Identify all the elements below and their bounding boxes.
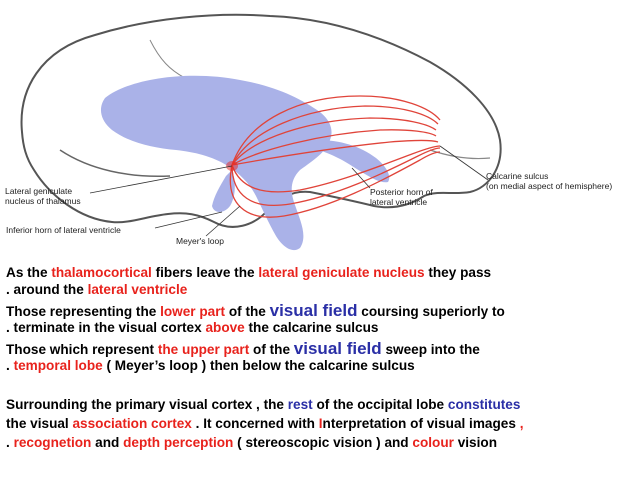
label-posterior-line1: Posterior horn of (370, 187, 433, 197)
text-span: of the (249, 342, 294, 357)
text-span: . (6, 435, 14, 450)
text-span: coursing superiorly to (357, 304, 505, 319)
term-association-cortex: association cortex (72, 416, 192, 431)
leader-meyers (205, 205, 241, 237)
label-meyers-loop: Meyer's loop (176, 236, 224, 246)
fiber-1 (231, 95, 441, 166)
term-depth-perception: depth perception (123, 435, 234, 450)
leader-lines (89, 145, 489, 237)
text-span: nterpretation of visual images (322, 416, 520, 431)
text-span: they pass (424, 265, 492, 280)
text-comma: , (519, 416, 524, 431)
paragraph2-line2: the visual association cortex . It conce… (6, 415, 636, 432)
text-span: the visual (6, 416, 73, 431)
sulcus-1 (59, 149, 171, 178)
term-temporal-lobe: temporal lobe (13, 358, 103, 373)
label-lgn-line1: Lateral geniculate (5, 186, 73, 196)
term-interpretation-initial: I (318, 416, 323, 431)
term-colour: colour (412, 435, 454, 450)
text-span: ( Meyer’s loop ) then below the calcarin… (102, 358, 415, 373)
posterior-horn (318, 140, 390, 183)
text-span: fibers leave the (151, 265, 259, 280)
brain-diagram: Lateral geniculate nucleus of thalamus I… (5, 13, 612, 251)
lateral-ventricle (100, 75, 332, 251)
fiber-4 (231, 129, 437, 166)
paragraph1-line6: . temporal lobe ( Meyer’s loop ) then be… (6, 357, 636, 374)
term-visual-field: visual field (269, 301, 358, 320)
paragraph1-line5: Those which represent the upper part of … (6, 340, 636, 357)
leader-posterior (351, 167, 371, 189)
text-span: of the (225, 304, 270, 319)
fiber-2 (231, 105, 439, 166)
fiber-3 (231, 117, 437, 166)
fiber-6 (231, 145, 441, 193)
term-lateral-ventricle: lateral ventricle (87, 282, 188, 297)
term-lower-part: lower part (160, 304, 226, 319)
label-posterior-horn: Posterior horn of lateral ventricle (370, 187, 433, 207)
label-lgn-line2: nucleus of thalamus (5, 196, 81, 206)
leader-calcarine (439, 145, 489, 181)
text-span: and (91, 435, 124, 450)
sulcus-3 (429, 149, 491, 160)
label-inferior-horn: Inferior horn of lateral ventricle (6, 225, 121, 235)
term-constitutes: constitutes (447, 397, 521, 412)
label-calcarine-line1: Calcarine sulcus (486, 171, 549, 181)
term-visual-field: visual field (293, 339, 382, 358)
text-span: sweep into the (381, 342, 480, 357)
fiber-5 (231, 139, 439, 166)
text-span: Those which represent (6, 342, 158, 357)
text-span: . terminate in the visual cortex (6, 320, 206, 335)
text-span: Surrounding the primary visual cortex , … (6, 397, 288, 412)
leader-inferior-horn (154, 211, 223, 229)
term-above: above (205, 320, 245, 335)
paragraph1-line3: Those representing the lower part of the… (6, 302, 636, 319)
term-thalamocortical: thalamocortical (51, 265, 152, 280)
paragraph1-line2: . around the lateral ventricle (6, 281, 636, 298)
text-span: Those representing the (6, 304, 161, 319)
fiber-7 (231, 147, 441, 206)
leader-lgn (89, 165, 233, 194)
term-upper-part: the upper part (157, 342, 250, 357)
paragraph1-line1: As the thalamocortical fibers leave the … (6, 264, 636, 281)
paragraph1-line4: . terminate in the visual cortex above t… (6, 319, 636, 336)
text-span: ( stereoscopic vision ) and (233, 435, 413, 450)
term-rest: rest (287, 397, 313, 412)
text-span: of the occipital lobe (312, 397, 448, 412)
label-lateral-geniculate: Lateral geniculate nucleus of thalamus (5, 186, 81, 206)
paragraph2-line3: . recognetion and depth perception ( ste… (6, 434, 636, 451)
brain-illustration (20, 13, 502, 251)
term-lateral-geniculate-nucleus: lateral geniculate nucleus (258, 265, 425, 280)
inferior-horn (212, 170, 235, 212)
term-recognetion: recognetion (13, 435, 92, 450)
label-posterior-line2: lateral ventricle (370, 197, 428, 207)
explanation-text: As the thalamocortical fibers leave the … (6, 264, 636, 451)
label-calcarine-line2: (on medial aspect of hemisphere) (486, 181, 613, 191)
optic-radiation-fibers (229, 95, 441, 218)
label-calcarine-sulcus: Calcarine sulcus (on medial aspect of he… (486, 171, 612, 191)
text-span: As the (6, 265, 52, 280)
sulcus-2 (149, 39, 186, 79)
paragraph2-line1: Surrounding the primary visual cortex , … (6, 396, 636, 413)
text-span: . around the (6, 282, 88, 297)
brain-outline (20, 13, 502, 228)
text-span: the calcarine sulcus (244, 320, 379, 335)
text-span: . It concerned with (191, 416, 319, 431)
text-span: . (6, 358, 14, 373)
text-span: vision (453, 435, 497, 450)
